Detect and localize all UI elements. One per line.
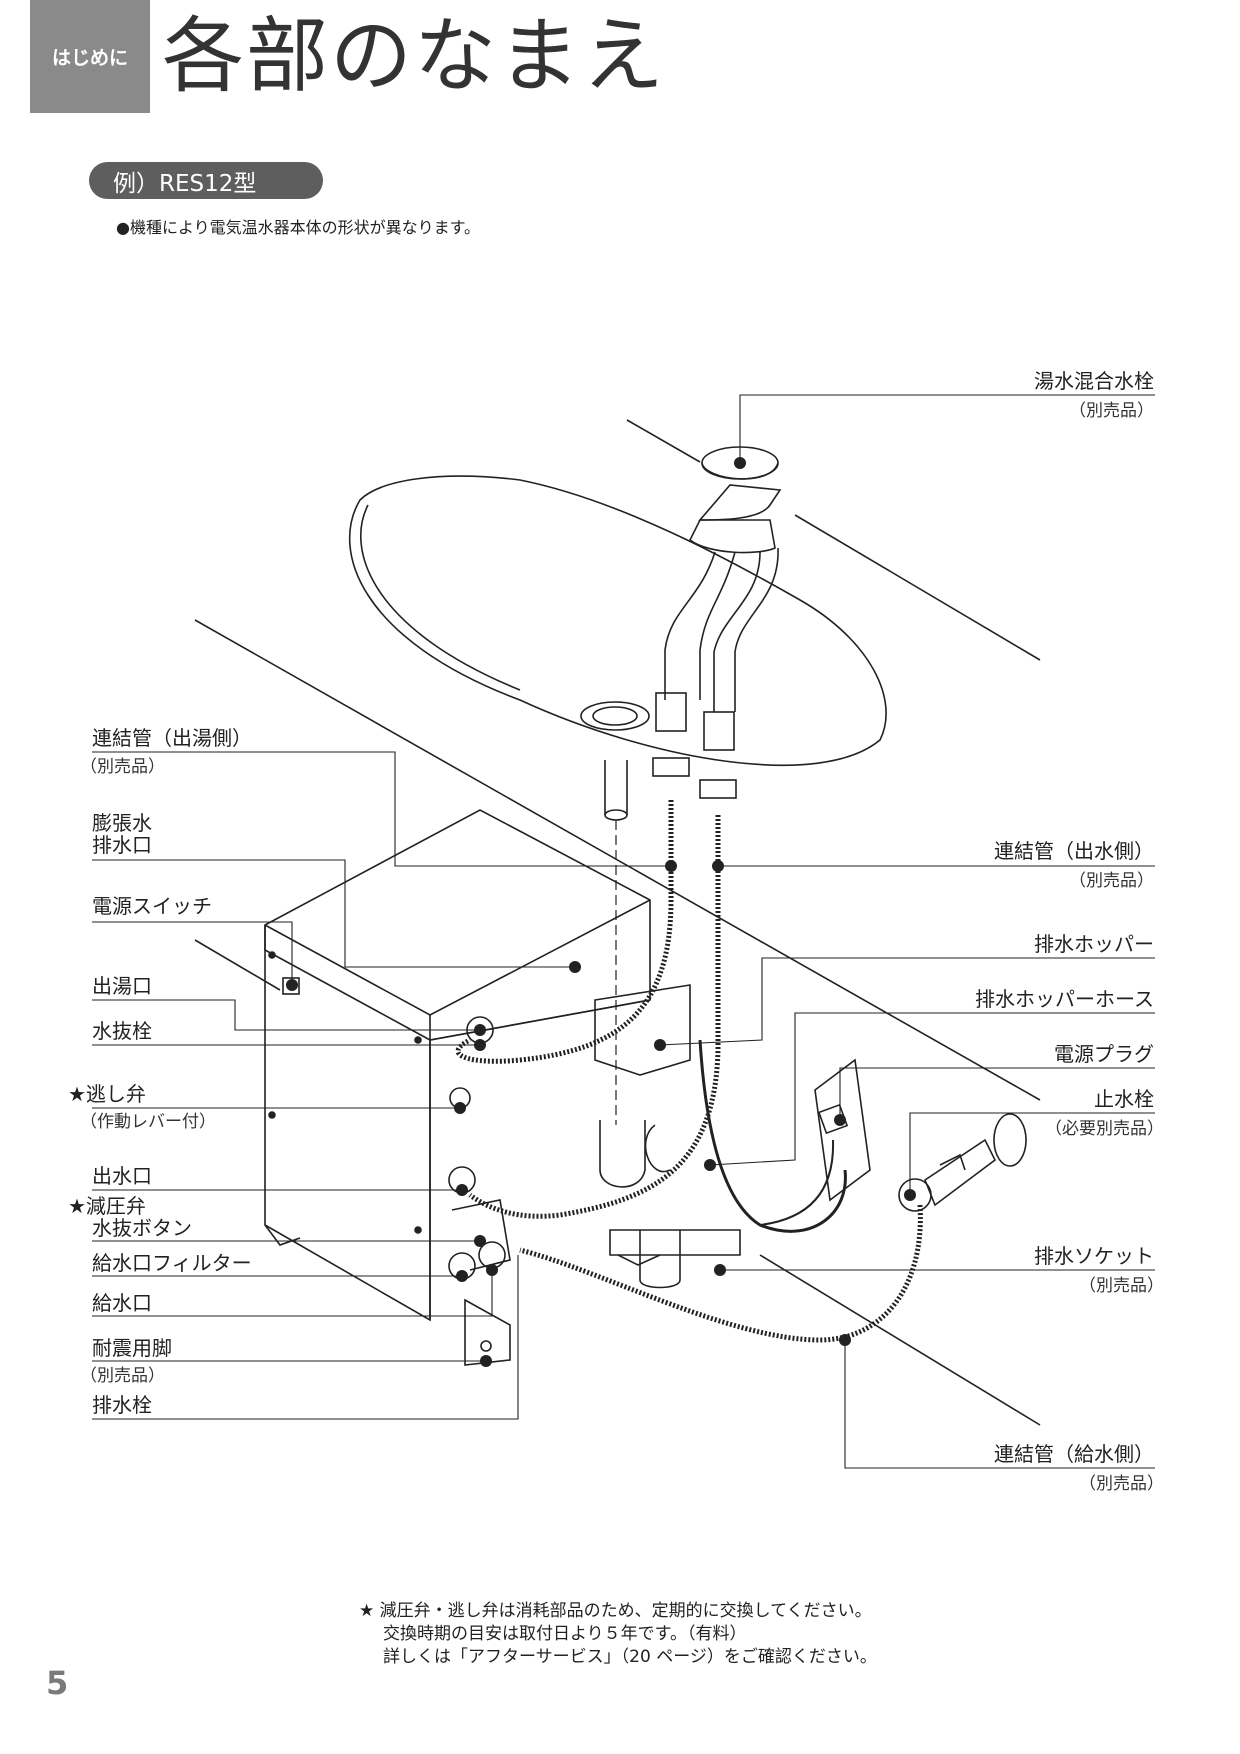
label-inlet-filter: 給水口フィルター	[92, 1251, 252, 1275]
footnote-line-2: 交換時期の目安は取付日より５年です。（有料）	[383, 1624, 747, 1644]
label-expansion-drain-2: 排水口	[92, 833, 152, 857]
label-pressure-reducing-valve-1: ★減圧弁	[68, 1194, 146, 1218]
label-mixing-faucet: 湯水混合水栓	[1034, 369, 1154, 393]
label-outlet-water-connecting-pipe: 連結管（出水側）	[994, 839, 1154, 863]
label-mixing-faucet-note: （別売品）	[1069, 401, 1154, 421]
label-drain-socket-note: （別売品）	[1079, 1276, 1164, 1296]
example-model-label: 例）RES12型	[89, 162, 323, 199]
section-tab: はじめに	[30, 0, 150, 113]
page-number: 5	[46, 1664, 69, 1702]
label-relief-valve: ★逃し弁	[68, 1082, 146, 1106]
footnote-line-3: 詳しくは「アフターサービス」（20 ページ）をご確認ください。	[383, 1647, 877, 1667]
label-pressure-reducing-valve-2: 水抜ボタン	[92, 1216, 192, 1240]
label-stop-valve-note: （必要別売品）	[1045, 1119, 1164, 1139]
model-note: ●機種により電気温水器本体の形状が異なります。	[116, 218, 481, 237]
label-drain-hopper-hose: 排水ホッパーホース	[975, 987, 1154, 1011]
label-power-plug: 電源プラグ	[1054, 1042, 1154, 1066]
label-power-switch: 電源スイッチ	[92, 894, 212, 918]
label-outlet-hot-connecting-pipe: 連結管（出湯側）	[92, 726, 252, 750]
label-drain-cock: 排水栓	[92, 1393, 152, 1417]
label-supply-connecting-pipe-note: （別売品）	[1079, 1474, 1164, 1494]
label-outlet-hot-connecting-pipe-note: （別売品）	[80, 757, 165, 777]
label-hot-outlet: 出湯口	[92, 974, 152, 998]
label-outlet-water-connecting-pipe-note: （別売品）	[1069, 871, 1154, 891]
label-seismic-leg: 耐震用脚	[92, 1336, 172, 1360]
label-drain-hopper: 排水ホッパー	[1034, 932, 1154, 956]
label-expansion-drain-1: 膨張水	[92, 811, 152, 835]
label-relief-valve-note: （作動レバー付）	[80, 1112, 216, 1132]
label-seismic-leg-note: （別売品）	[80, 1366, 165, 1386]
label-drain-plug: 水抜栓	[92, 1019, 152, 1043]
footnote: ★ 減圧弁・逃し弁は消耗部品のため、定期的に交換してください。 交換時期の目安は…	[359, 1600, 877, 1669]
label-water-inlet: 給水口	[92, 1291, 152, 1315]
label-stop-valve: 止水栓	[1094, 1087, 1154, 1111]
label-drain-socket: 排水ソケット	[1034, 1244, 1154, 1268]
label-water-outlet: 出水口	[92, 1164, 152, 1188]
label-supply-connecting-pipe: 連結管（給水側）	[994, 1442, 1154, 1466]
footnote-line-1: ★ 減圧弁・逃し弁は消耗部品のため、定期的に交換してください。	[359, 1601, 872, 1621]
page-title: 各部のなまえ	[162, 9, 667, 104]
